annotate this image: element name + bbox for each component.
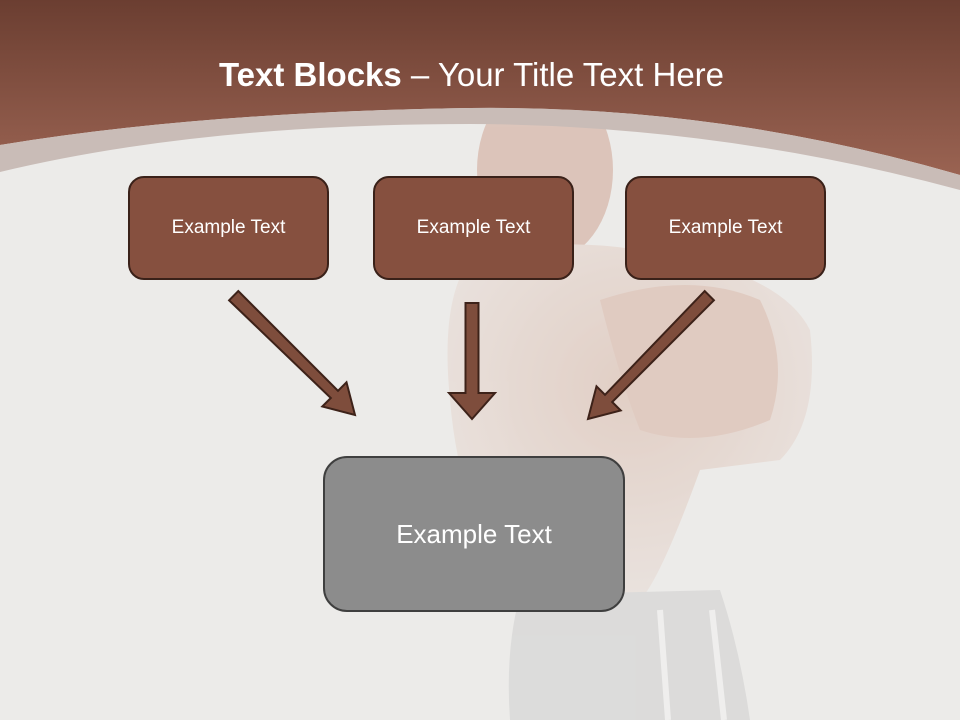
top-box-middle: Example Text [373, 176, 574, 280]
slide-title: Text Blocks – Your Title Text Here [0, 52, 943, 98]
top-box-left-label: Example Text [171, 217, 286, 238]
arrow-left [227, 289, 357, 417]
bottom-box: Example Text [323, 456, 625, 612]
header-curve-band [0, 107, 960, 190]
arrow-right [586, 289, 716, 421]
title-bold: Text Blocks [218, 56, 402, 93]
top-box-right-label: Example Text [668, 217, 783, 238]
header-band [0, 0, 960, 175]
bottom-box-label: Example Text [396, 518, 552, 549]
arrows [227, 289, 716, 421]
top-box-left: Example Text [128, 176, 329, 280]
title-dash: – [401, 56, 438, 93]
top-box-middle-label: Example Text [416, 217, 531, 238]
arrow-middle [446, 302, 498, 421]
title-rest: Your Title Text Here [437, 56, 725, 93]
top-box-right: Example Text [625, 176, 826, 280]
